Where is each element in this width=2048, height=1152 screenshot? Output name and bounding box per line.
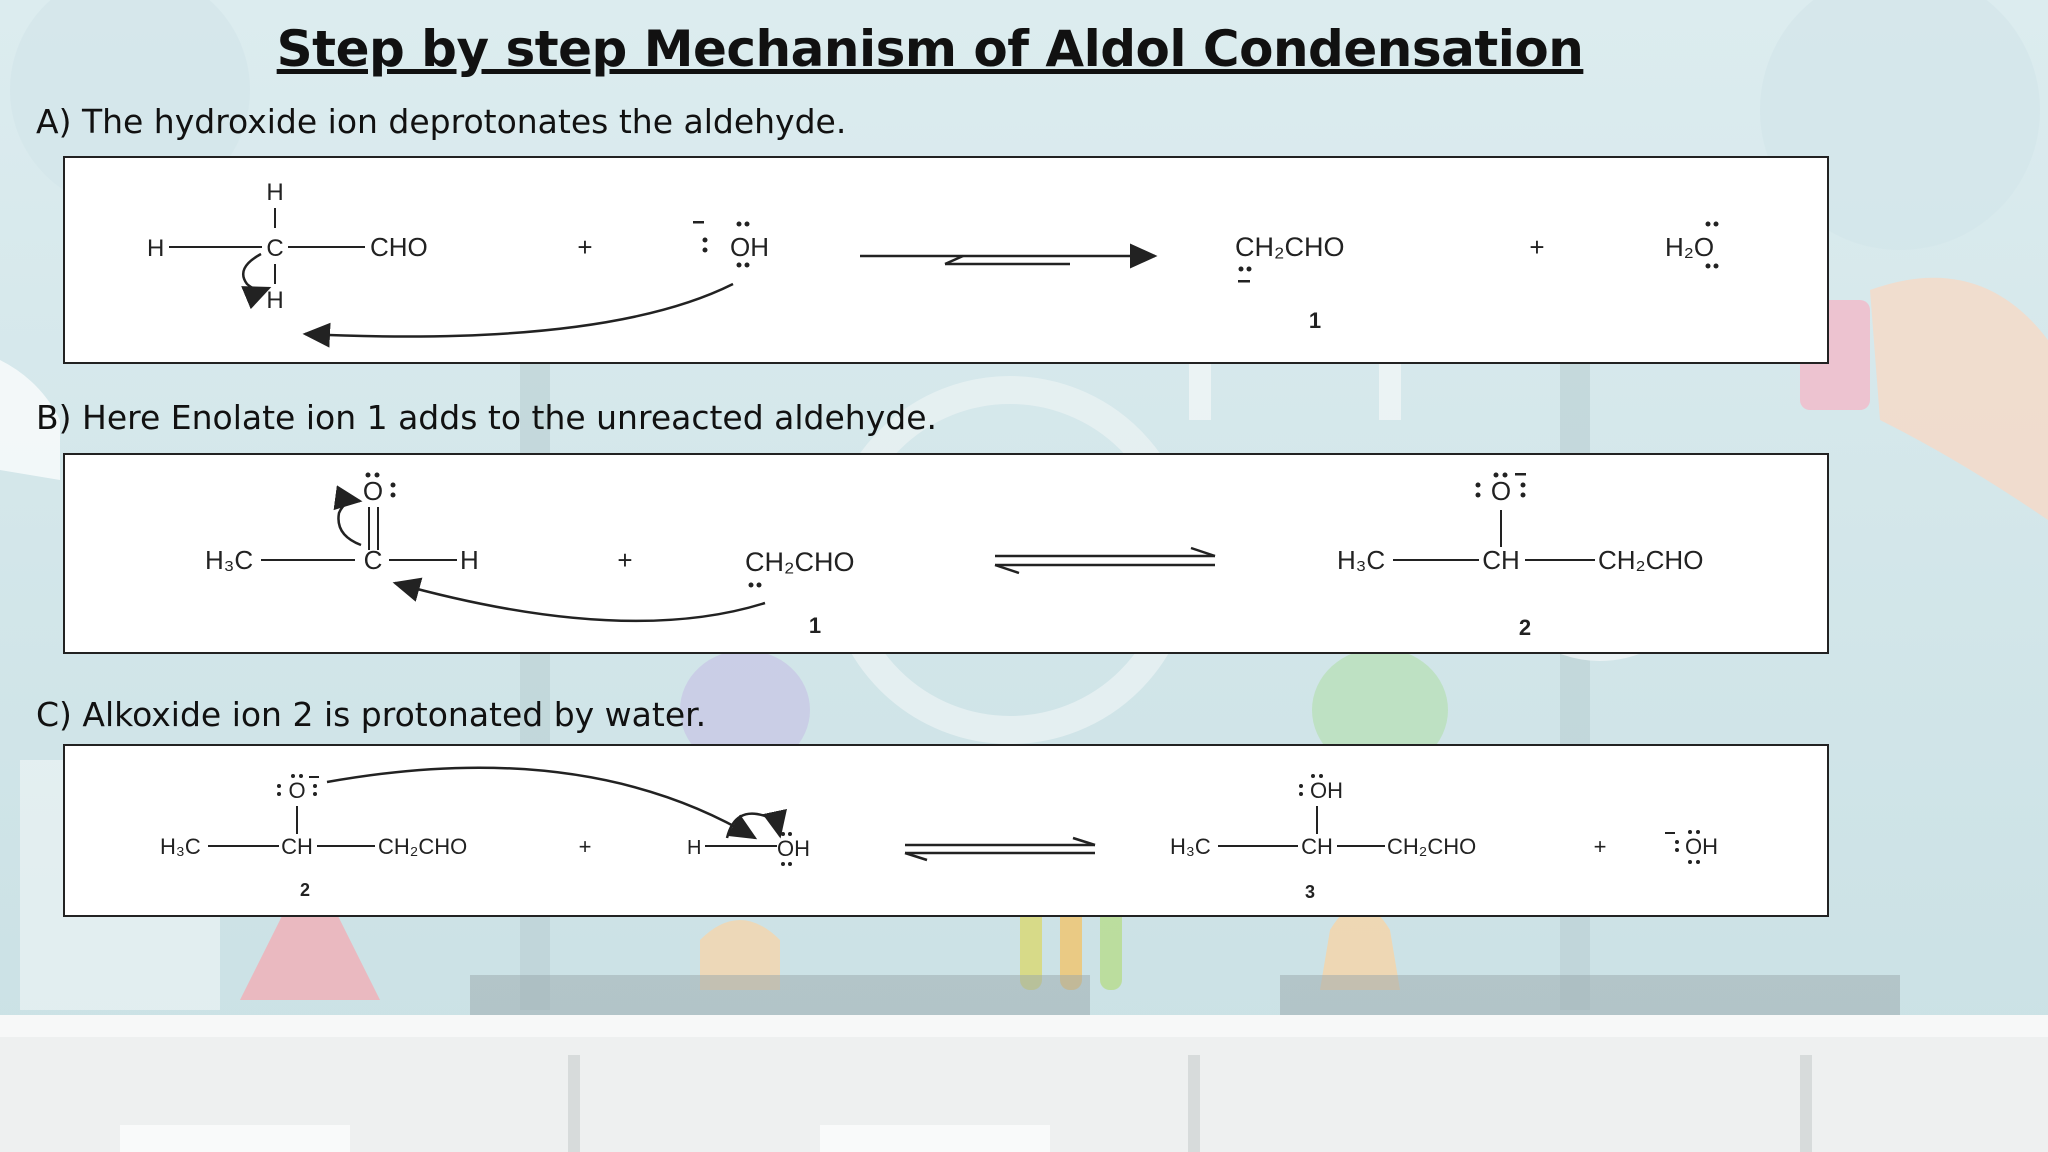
c-reverse-half-head (904, 851, 928, 862)
c-water-h: H (687, 837, 701, 859)
reaction-a-panel: H H C CHO H + OH CH₂CHO 1 + H₂O (63, 156, 1829, 364)
b-reverse-half-head (994, 563, 1020, 575)
b-product-oxygen: O (1491, 476, 1511, 506)
c-oxygen: O (288, 778, 305, 803)
a-curved-arrow-hydroxide (302, 282, 734, 348)
c-forward-half-head (1072, 836, 1096, 847)
c-hydroxide-lone-pairs (1665, 830, 1700, 864)
step-b-label: B) Here Enolate ion 1 adds to the unreac… (36, 398, 937, 437)
b-curved-arrow-enolate (392, 577, 766, 623)
b-product-ch: CH (1482, 545, 1520, 575)
b-product-oxygen-lone-pairs (1475, 472, 1526, 498)
c-hydroxide: OH (1685, 834, 1718, 859)
b-curved-arrow-carbonyl (333, 485, 363, 547)
c-product-number: 3 (1305, 882, 1315, 902)
b-enolate-number: 1 (809, 613, 821, 638)
a-carbon: C (266, 235, 283, 262)
reaction-c-panel: O H₃C CH CH₂CHO 2 + H OH OH (63, 744, 1829, 917)
reaction-b-panel: O H₃C C H + CH₂CHO 1 O H₃C (63, 453, 1829, 654)
a-reverse-half-head (944, 254, 964, 266)
a-hydroxide: OH (730, 232, 769, 262)
b-enolate-lone-pair (748, 582, 762, 588)
a-plus-2: + (1529, 232, 1544, 262)
c-product-oh-lone-pairs (1299, 774, 1323, 796)
a-water-lone-pairs (1705, 221, 1719, 269)
c-product-h3c: H₃C (1170, 834, 1211, 859)
a-product-enolate: CH₂CHO (1235, 232, 1344, 262)
a-product-number: 1 (1309, 308, 1321, 333)
page-title: Step by step Mechanism of Aldol Condensa… (276, 20, 1584, 78)
c-product-oh: OH (1310, 778, 1343, 803)
b-product-ch2cho: CH₂CHO (1598, 545, 1703, 575)
a-water: H₂O (1665, 232, 1714, 262)
a-plus-1: + (577, 232, 592, 262)
a-h-left: H (147, 235, 164, 262)
c-plus-1: + (579, 834, 592, 859)
step-a-label: A) The hydroxide ion deprotonates the al… (36, 102, 847, 141)
a-enolate-lone-pair (1238, 266, 1252, 283)
b-oxygen-lone-pairs (365, 472, 396, 498)
step-c-label: C) Alkoxide ion 2 is protonated by water… (36, 695, 707, 734)
b-product-number: 2 (1519, 615, 1531, 640)
b-product-h3c: H₃C (1337, 545, 1385, 575)
b-plus: + (617, 545, 632, 575)
a-cho: CHO (370, 232, 428, 262)
c-curved-arrow-alkoxide (326, 766, 758, 840)
c-number-left: 2 (300, 880, 310, 900)
b-forward-half-head (1190, 546, 1216, 558)
a-curved-arrow-bond (241, 252, 272, 310)
b-h3c: H₃C (205, 545, 253, 575)
c-water-oh: OH (777, 836, 810, 861)
c-h3c: H₃C (160, 834, 201, 859)
c-ch2cho: CH₂CHO (378, 834, 467, 859)
a-hydroxide-lone-pairs (693, 221, 750, 268)
b-carbon: C (364, 545, 383, 575)
c-plus-2: + (1594, 834, 1607, 859)
a-h-bottom: H (266, 287, 283, 314)
a-h-top: H (266, 179, 283, 206)
c-curved-arrow-water (725, 808, 787, 839)
c-product-ch2cho: CH₂CHO (1387, 834, 1476, 859)
c-oxygen-lone-pairs (277, 774, 319, 796)
b-oxygen: O (363, 476, 383, 506)
b-enolate: CH₂CHO (745, 547, 854, 577)
c-product-ch: CH (1301, 834, 1333, 859)
b-hydrogen: H (460, 545, 479, 575)
c-ch: CH (281, 834, 313, 859)
